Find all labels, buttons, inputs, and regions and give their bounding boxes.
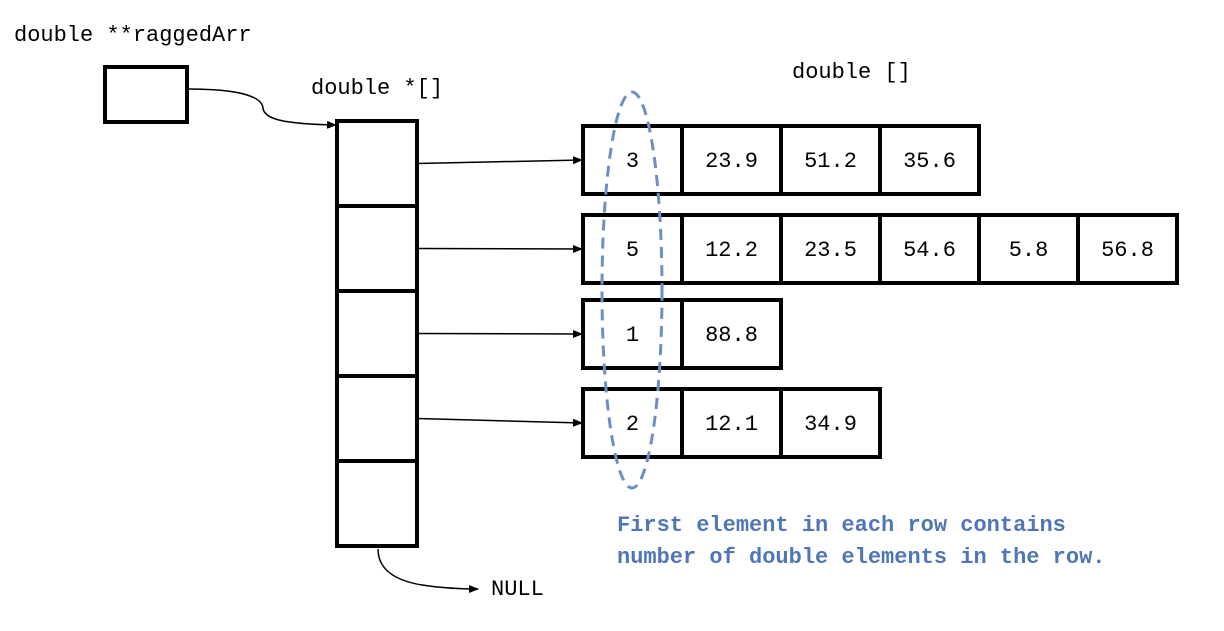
row-pointer-arrows (416, 156, 583, 427)
row-array-2: 5 12.2 23.5 54.6 5.8 56.8 (581, 213, 1179, 285)
null-pointer-arrow (377, 548, 479, 593)
row-pointer-arrow-2 (416, 244, 583, 253)
pointer-variable-label: double **raggedArr (14, 23, 252, 48)
note-line-1: First element in each row contains (617, 513, 1066, 538)
row-value-text: 88.8 (705, 323, 758, 348)
row-count-text: 2 (626, 412, 639, 437)
pointer-array-label: double *[] (311, 76, 443, 101)
pointer-slot-2 (335, 204, 419, 293)
row-value-cell (680, 387, 783, 459)
row-value-cell (1076, 213, 1179, 285)
row-value-text: 23.9 (705, 149, 758, 174)
row-value-text: 12.2 (705, 238, 758, 263)
row-value-text: 35.6 (903, 149, 956, 174)
variable-to-pointer-array-arrow (186, 88, 337, 129)
row-value-cell (779, 124, 882, 196)
pointer-variable-box (103, 65, 189, 124)
row-value-text: 56.8 (1101, 238, 1154, 263)
pointer-slot-5 (335, 459, 419, 548)
row-value-text: 34.9 (804, 412, 857, 437)
row-count-text: 1 (626, 323, 639, 348)
row-pointer-arrow-3 (416, 329, 583, 338)
pointer-slot-4 (335, 374, 419, 463)
row-value-text: 23.5 (804, 238, 857, 263)
row-value-cell (680, 124, 783, 196)
row-pointer-arrow-1 (416, 156, 583, 165)
row-array-4: 2 12.1 34.9 (581, 387, 882, 459)
null-label: NULL (491, 577, 544, 602)
pointer-slot-3 (335, 289, 419, 378)
row-value-cell (878, 124, 981, 196)
row-value-text: 5.8 (1009, 238, 1049, 263)
row-array-label: double [] (792, 60, 911, 85)
row-count-cell (581, 298, 684, 370)
row-value-text: 54.6 (903, 238, 956, 263)
row-pointer-arrow-4 (416, 417, 583, 427)
row-value-cell (779, 387, 882, 459)
first-column-highlight (600, 90, 664, 490)
note-line-2: number of double elements in the row. (617, 545, 1105, 570)
pointer-array-column (335, 119, 419, 548)
row-count-text: 5 (626, 238, 639, 263)
row-value-text: 12.1 (705, 412, 758, 437)
row-value-text: 51.2 (804, 149, 857, 174)
row-count-text: 3 (626, 149, 639, 174)
row-array-1: 3 23.9 51.2 35.6 (581, 124, 981, 196)
row-value-cell (680, 298, 783, 370)
pointer-slot-1 (335, 119, 419, 208)
